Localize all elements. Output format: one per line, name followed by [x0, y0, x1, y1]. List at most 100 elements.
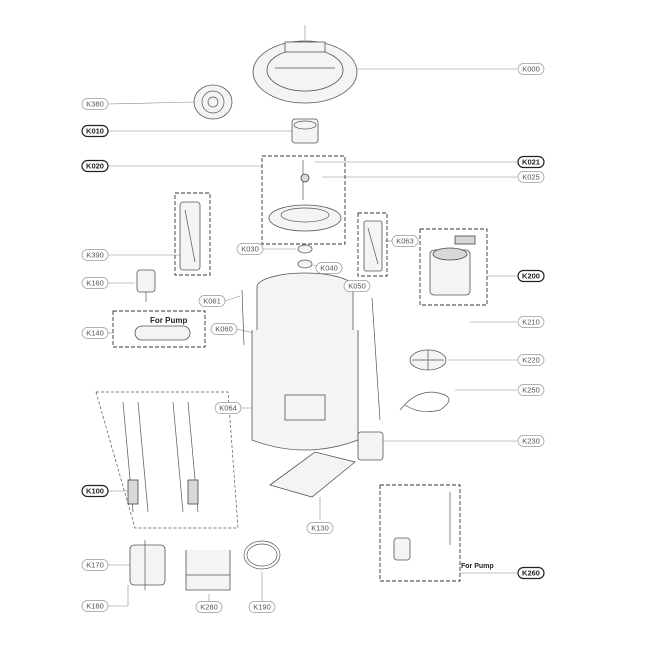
small-rings-part: [297, 244, 313, 269]
callout-label: K020: [86, 162, 104, 171]
callout-k380: K380: [81, 98, 109, 110]
callout-badge: [81, 327, 109, 339]
callout-k040: K040: [315, 262, 343, 274]
assembly-group-outlines: [112, 155, 488, 582]
callout-k025: K025: [517, 171, 545, 183]
callout-k160: K160: [81, 277, 109, 289]
callout-label: K390: [86, 251, 104, 260]
side-panel-part: [363, 220, 383, 272]
callout-k170: K170: [81, 559, 109, 571]
callout-k230: K230: [517, 435, 545, 447]
callout-label: K061: [203, 297, 221, 306]
pump-hose-part: [134, 325, 191, 341]
callout-k130: K130: [306, 522, 334, 534]
suspension-rods-part: [241, 289, 381, 421]
base-plate-part: [269, 451, 356, 498]
callout-label: K010: [86, 127, 104, 136]
callout-label: K280: [200, 603, 218, 612]
pulsator-assembly-part: [268, 160, 342, 232]
callout-badge: [81, 484, 109, 498]
callout-k180: K180: [81, 600, 109, 612]
callout-label: K210: [522, 318, 540, 327]
callout-k210: K210: [517, 316, 545, 328]
callout-badge: [306, 522, 334, 534]
callout-label: K000: [522, 65, 540, 74]
clutch-assembly-part: [129, 540, 166, 590]
pump-note-1: For Pump: [150, 316, 187, 325]
callout-badge: [343, 280, 371, 292]
callout-badge: [248, 601, 276, 613]
callout-k021: K021: [517, 155, 545, 169]
callout-k390: K390: [81, 249, 109, 261]
callout-badge: [391, 235, 419, 247]
callout-label: K040: [320, 264, 338, 273]
callout-badge: [517, 171, 545, 183]
callout-k061: K061: [198, 295, 226, 307]
motor-assembly-part: [429, 235, 476, 296]
callout-label: K230: [522, 437, 540, 446]
callout-k060: K060: [210, 323, 238, 335]
frame-bracket-part: [185, 550, 231, 591]
callout-label: K130: [311, 524, 329, 533]
callout-k140: K140: [81, 327, 109, 339]
callout-badge: [315, 262, 343, 274]
callout-badge: [517, 155, 545, 169]
callout-label: K180: [86, 602, 104, 611]
callout-badge: [517, 63, 545, 75]
callout-k010: K010: [81, 124, 109, 138]
wire-harness-part: [399, 391, 450, 412]
callout-badge: [81, 600, 109, 612]
wash-tub-part: [251, 272, 359, 451]
callout-k000: K000: [517, 63, 545, 75]
callout-k050: K050: [343, 280, 371, 292]
callout-badge: [81, 559, 109, 571]
callout-badge: [198, 295, 226, 307]
callout-k064: K064: [214, 402, 242, 414]
callout-k020: K020: [81, 159, 109, 173]
callout-label: K021: [522, 158, 540, 167]
valve-part: [136, 269, 156, 302]
top-cover-part: [252, 40, 358, 104]
callout-badge: [81, 98, 109, 110]
callout-badge: [517, 566, 545, 580]
callout-label: K380: [86, 100, 104, 109]
callout-k030: K030: [236, 243, 264, 255]
callout-k220: K220: [517, 354, 545, 366]
pump-note-2: For Pump: [461, 563, 494, 570]
callout-badge: [517, 384, 545, 396]
callout-badge: [195, 601, 223, 613]
callout-badge: [236, 243, 264, 255]
callout-k280: K280: [195, 601, 223, 613]
callout-label: K100: [86, 487, 104, 496]
callout-label: K064: [219, 404, 237, 413]
callout-k260: K260: [517, 566, 545, 580]
callout-label: K190: [253, 603, 271, 612]
callout-badge: [214, 402, 242, 414]
callout-label: K250: [522, 386, 540, 395]
side-bracket-part: [179, 201, 201, 271]
callout-badge: [81, 159, 109, 173]
callout-label: K060: [215, 325, 233, 334]
cap-part: [291, 118, 319, 144]
callout-label: K200: [522, 272, 540, 281]
callout-k200: K200: [517, 269, 545, 283]
callout-label: K050: [348, 282, 366, 291]
callout-k190: K190: [248, 601, 276, 613]
callout-label: K170: [86, 561, 104, 570]
callout-badge: [81, 277, 109, 289]
callout-label: K063: [396, 237, 414, 246]
callout-badge: [517, 435, 545, 447]
drive-belt-part: [243, 540, 281, 570]
callout-label: K220: [522, 356, 540, 365]
pump-part: [357, 431, 384, 461]
callout-label: K030: [241, 245, 259, 254]
callout-badge: [81, 124, 109, 138]
callout-label: K140: [86, 329, 104, 338]
callout-k100: K100: [81, 484, 109, 498]
callout-k063: K063: [391, 235, 419, 247]
lint-filter-disc-part: [193, 84, 233, 120]
callout-label: K025: [522, 173, 540, 182]
callout-badge: [81, 249, 109, 261]
